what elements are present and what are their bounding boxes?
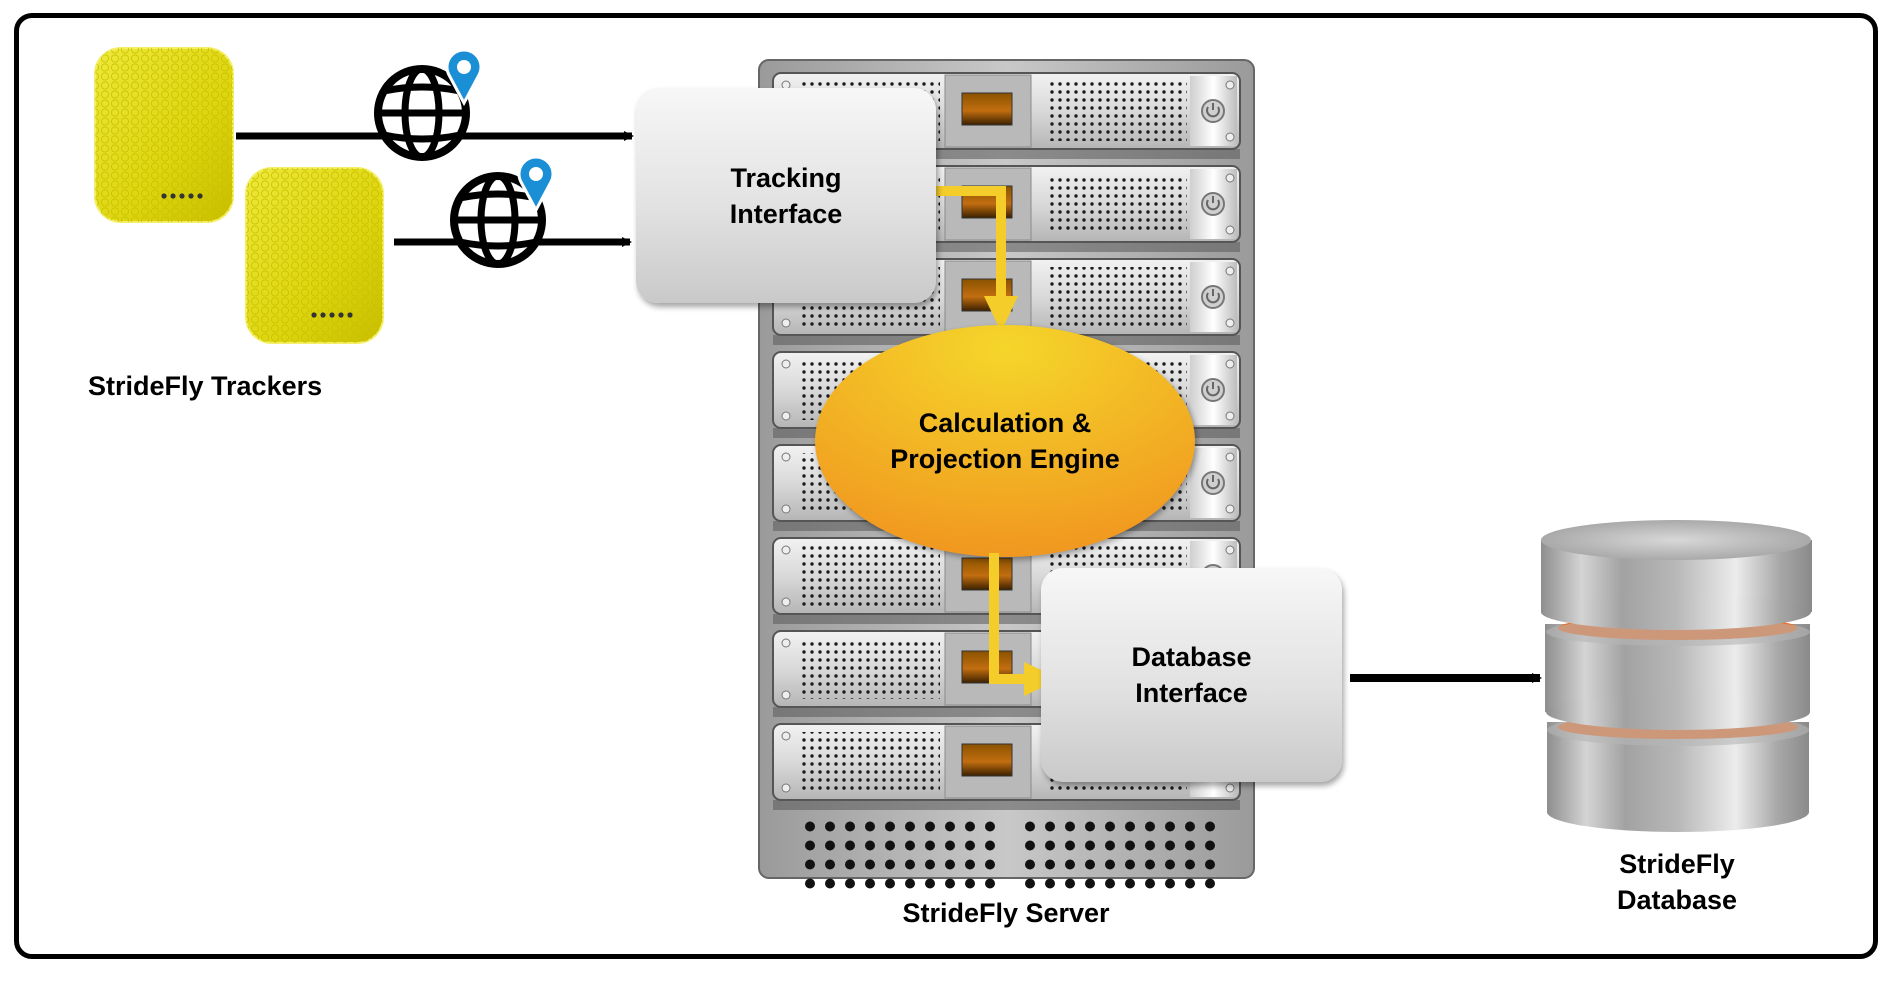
database-interface-line1: Database <box>1131 642 1252 672</box>
screw-icon <box>1225 504 1235 514</box>
calculation-engine <box>815 325 1195 557</box>
power-button-icon <box>1201 285 1225 309</box>
screw-icon <box>1225 318 1235 328</box>
engine-label: Calculation & Projection Engine <box>815 405 1195 477</box>
tracker-device-1 <box>94 47 234 223</box>
engine-label-line2: Projection Engine <box>890 444 1120 474</box>
screw-icon <box>1225 173 1235 183</box>
screw-icon <box>781 452 791 462</box>
tracker-led-dots <box>311 312 353 318</box>
screw-icon <box>1225 132 1235 142</box>
screw-icon <box>781 783 791 793</box>
arrow-tracking-to-engine <box>935 186 1018 332</box>
engine-label-line1: Calculation & <box>918 408 1092 438</box>
diagram-frame <box>14 13 1878 959</box>
screw-icon <box>1225 359 1235 369</box>
globe-location-icon <box>374 48 483 161</box>
screw-icon <box>781 411 791 421</box>
screw-icon <box>781 597 791 607</box>
screw-icon <box>1225 411 1235 421</box>
screw-icon <box>781 731 791 741</box>
tracking-interface-line2: Interface <box>729 198 843 229</box>
database-interface-line2: Interface <box>1135 678 1248 708</box>
screw-icon <box>781 318 791 328</box>
database-icon <box>1541 520 1812 832</box>
server-display <box>961 557 1013 591</box>
screw-icon <box>781 690 791 700</box>
server-display <box>961 743 1013 777</box>
screw-icon <box>1225 452 1235 462</box>
tracking-interface-line1: Tracking <box>730 162 842 193</box>
screw-icon <box>781 638 791 648</box>
power-button-icon <box>1201 192 1225 216</box>
server-display <box>961 92 1013 126</box>
screw-icon <box>1225 225 1235 235</box>
screw-icon <box>1225 80 1235 90</box>
trackers-label: StrideFly Trackers <box>88 371 323 401</box>
database-label: StrideFly Database <box>1557 846 1797 918</box>
screw-icon <box>1225 545 1235 555</box>
tracking-interface-box: Tracking Interface <box>636 88 936 303</box>
tracker-led-dots <box>161 193 203 199</box>
screw-icon <box>1225 266 1235 276</box>
power-button-icon <box>1201 378 1225 402</box>
map-pin-icon <box>445 48 483 107</box>
screw-icon <box>781 359 791 369</box>
server-label: StrideFly Server <box>902 898 1110 928</box>
power-button-icon <box>1201 471 1225 495</box>
server-grille <box>795 813 1217 889</box>
tracker-device-2 <box>245 167 384 344</box>
screw-icon <box>1225 783 1235 793</box>
database-label-line1: StrideFly <box>1619 849 1735 879</box>
power-button-icon <box>1201 99 1225 123</box>
screw-icon <box>781 545 791 555</box>
database-label-line2: Database <box>1616 885 1738 915</box>
screw-icon <box>781 504 791 514</box>
map-pin-icon <box>517 155 555 214</box>
database-interface-box: Database Interface <box>1041 568 1342 782</box>
globe-location-icon <box>450 155 555 268</box>
